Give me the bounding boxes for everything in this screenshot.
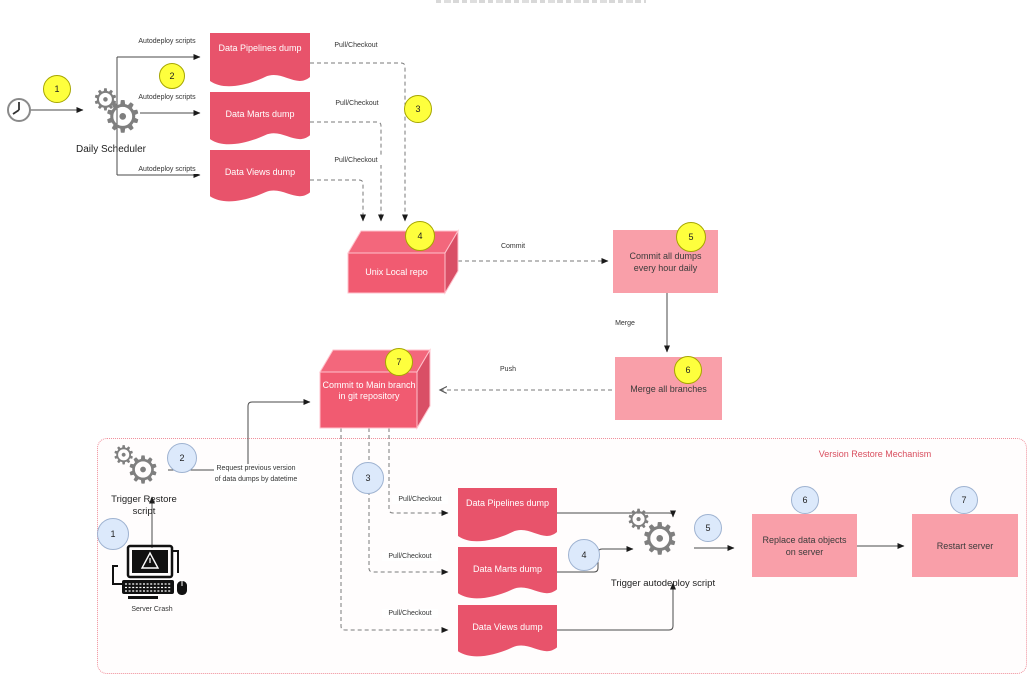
edge-label-merge: Merge (610, 319, 640, 328)
clock-icon (7, 98, 31, 122)
cropped-caption-text (436, 0, 646, 3)
node-commit-to-main-label: Commit to Main branch in git repository (322, 380, 416, 401)
node-label: Data Marts dump (472, 564, 543, 574)
gear-icon: ⚙ (112, 440, 136, 470)
step-badge-blue-1: 1 (97, 518, 129, 550)
edge-label-pull-checkout: Pull/Checkout (382, 609, 438, 618)
gear-icon: ⚙ (103, 93, 143, 142)
server-crash-icon (112, 544, 187, 599)
step-badge-blue-5: 5 (694, 514, 722, 542)
node-data-views-dump: Data Views dump (210, 150, 310, 204)
step-badge-blue-4: 4 (568, 539, 600, 571)
region-title: Version Restore Mechanism (818, 449, 932, 459)
edge-label-pull-checkout: Pull/Checkout (382, 552, 438, 561)
gear-icon: ⚙ (640, 515, 680, 564)
step-badge-yellow-7: 7 (385, 348, 413, 376)
node-data-marts-dump: Data Marts dump (210, 92, 310, 147)
node-trigger-autodeploy-label: Trigger autodeploy script (610, 578, 716, 589)
dashed-connectors (310, 62, 612, 633)
node-data-marts-dump-restore: Data Marts dump (458, 547, 557, 601)
gear-icon: ⚙ (92, 84, 119, 117)
edge-label-pull-checkout: Pull/Checkout (328, 156, 384, 165)
node-unix-local-repo-label: Unix Local repo (365, 267, 428, 277)
step-badge-yellow-4: 4 (405, 221, 435, 251)
node-trigger-restore-label: Trigger Restore script (111, 494, 177, 517)
unix-local-repo-cube (347, 229, 459, 295)
step-badge-yellow-3: 3 (404, 95, 432, 123)
node-label: Data Pipelines dump (465, 498, 550, 508)
node-label: Data Marts dump (225, 109, 295, 119)
step-badge-yellow-6: 6 (674, 356, 702, 384)
node-replace-data-objects: Replace data objects on server (752, 514, 857, 577)
commit-to-main-cube (319, 348, 431, 430)
node-server-crash-label: Server Crash (131, 606, 173, 613)
edge-label-pull-checkout: Pull/Checkout (328, 41, 384, 50)
step-badge-blue-6: 6 (791, 486, 819, 514)
node-label: Data Views dump (472, 622, 543, 632)
edge-label-pull-checkout: Pull/Checkout (329, 99, 385, 108)
node-daily-scheduler-label: Daily Scheduler (75, 144, 147, 155)
step-badge-blue-7: 7 (950, 486, 978, 514)
node-restart-server: Restart server (912, 514, 1018, 577)
edge-label-autodeploy-scripts: Autodeploy scripts (131, 37, 203, 46)
step-badge-blue-3: 3 (352, 462, 384, 494)
edge-label-commit: Commit (493, 242, 533, 251)
node-data-pipelines-dump: Data Pipelines dump (210, 33, 310, 89)
step-badge-yellow-1: 1 (43, 75, 71, 103)
step-badge-yellow-2: 2 (159, 63, 185, 89)
node-data-pipelines-dump-restore: Data Pipelines dump (458, 488, 557, 544)
node-label: Data Pipelines dump (218, 43, 302, 53)
gear-icon: ⚙ (626, 504, 652, 535)
edge-label-autodeploy-scripts: Autodeploy scripts (131, 93, 203, 102)
edge-label-pull-checkout: Pull/Checkout (392, 495, 448, 504)
step-badge-yellow-5: 5 (676, 222, 706, 252)
node-label: Data Views dump (224, 167, 296, 177)
edge-label-push: Push (493, 365, 523, 374)
edge-label-request-previous: Request previous version of data dumps b… (214, 464, 298, 485)
gear-icon: ⚙ (126, 450, 161, 492)
node-merge-all-branches: Merge all branches (615, 357, 722, 420)
edge-label-autodeploy-scripts: Autodeploy scripts (131, 165, 203, 174)
node-data-views-dump-restore: Data Views dump (458, 605, 557, 659)
step-badge-blue-2: 2 (167, 443, 197, 473)
